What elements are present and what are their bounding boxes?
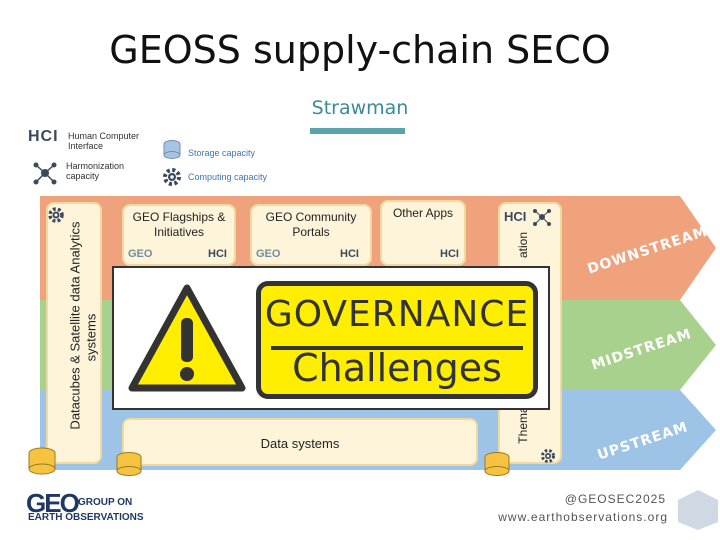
- harmonization-icon: [533, 209, 551, 226]
- hci-icon: HCI: [208, 248, 227, 260]
- geo-logo-small: GEO: [256, 248, 281, 260]
- subtitle: Strawman: [311, 97, 409, 119]
- governance-divider: [271, 346, 523, 350]
- data-systems-label: Data systems: [260, 436, 340, 451]
- subtitle-underline: [310, 128, 405, 134]
- legend-storage-label: Storage capacity: [188, 148, 256, 158]
- harmonization-icon: [33, 162, 57, 185]
- legend-hci-label: Human Computer Interface: [68, 131, 140, 152]
- org-name-line1: GROUP ON: [78, 497, 133, 508]
- hci-icon: HCI: [440, 248, 459, 260]
- geo-logo-small: GEO: [128, 248, 153, 260]
- governance-title: GOVERNANCE: [264, 294, 530, 335]
- data-systems-box: Data systems: [122, 418, 478, 466]
- legend-computing-label: Computing capacity: [188, 172, 268, 182]
- storage-icon: [484, 452, 510, 476]
- gear-icon: [48, 207, 64, 223]
- geo-community-portals-box: GEO Community Portals: [250, 204, 372, 266]
- geo-logo: GEO: [26, 488, 80, 518]
- geo-community-portals-label: GEO Community Portals: [265, 210, 357, 239]
- warning-icon: [128, 284, 246, 392]
- governance-subtitle: Challenges: [292, 346, 502, 390]
- org-name-line2: EARTH OBSERVATIONS: [28, 512, 144, 523]
- website-link[interactable]: www.earthobservations.org: [498, 510, 668, 524]
- decorative-globe-icon: [678, 490, 718, 530]
- datacubes-label-line2: systems: [83, 313, 99, 362]
- other-apps-label: Other Apps: [392, 206, 454, 220]
- storage-icon: [163, 140, 181, 159]
- datacubes-label-line1: Datacubes & Satellite data Analytics: [67, 221, 83, 430]
- legend-harmonization-label: Harmonization capacity: [66, 161, 125, 182]
- gear-icon: [541, 449, 555, 463]
- geo-flagships-label: GEO Flagships & Initiatives: [132, 210, 226, 239]
- right-hci-icon: HCI: [504, 209, 527, 224]
- gear-icon: [163, 168, 181, 186]
- storage-icon: [28, 447, 56, 475]
- datacubes-column: [46, 202, 102, 464]
- geo-flagships-box: GEO Flagships & Initiatives: [122, 204, 236, 266]
- other-apps-box: Other Apps: [380, 200, 466, 266]
- hci-legend-icon: HCI: [28, 128, 59, 145]
- governance-overlay: GOVERNANCE Challenges: [112, 266, 550, 410]
- upstream-arrow: [680, 390, 716, 470]
- midstream-arrow: [680, 300, 716, 390]
- page-title: GEOSS supply-chain SECO: [109, 28, 611, 72]
- hci-icon: HCI: [340, 248, 359, 260]
- downstream-arrow: [680, 196, 716, 300]
- governance-panel: GOVERNANCE Challenges: [256, 281, 538, 399]
- event-handle: @GEOSEC2025: [564, 492, 666, 506]
- storage-icon: [116, 452, 142, 476]
